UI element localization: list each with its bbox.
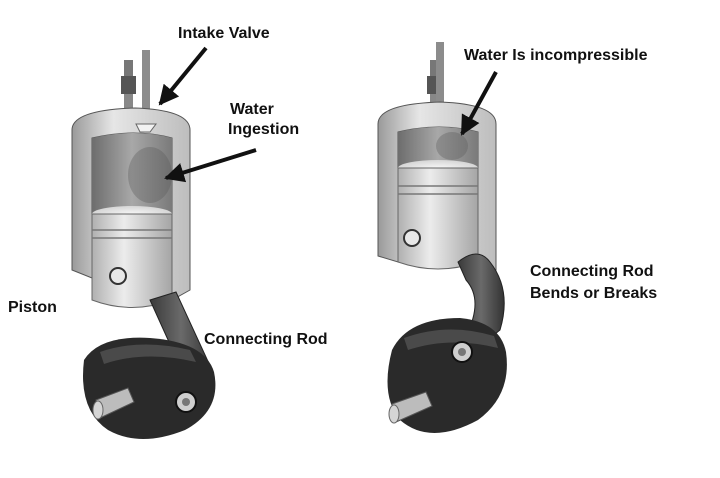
piston-label: Piston	[8, 298, 57, 318]
intake-valve-arrow	[160, 48, 206, 104]
right-engine	[378, 42, 507, 433]
water-incompressible-label: Water Is incompressible	[464, 46, 647, 66]
right-piston	[398, 160, 478, 269]
left-water-mist	[128, 147, 172, 203]
left-intake-pipe	[142, 50, 150, 112]
right-water-mist	[436, 132, 468, 160]
left-engine	[72, 50, 215, 439]
rod-bends-label-line2: Bends or Breaks	[530, 284, 657, 304]
water-ingestion-label-line2: Ingestion	[228, 120, 299, 140]
right-crankshaft	[388, 318, 507, 433]
water-ingestion-label-line1: Water	[230, 100, 274, 120]
left-crankshaft	[83, 338, 215, 439]
rod-bends-label-line1: Connecting Rod	[530, 262, 654, 282]
left-piston	[92, 206, 172, 308]
connecting-rod-label: Connecting Rod	[204, 330, 328, 350]
right-intake-pipe	[436, 42, 444, 104]
intake-valve-label: Intake Valve	[178, 24, 270, 44]
left-spark-plug	[121, 60, 136, 112]
